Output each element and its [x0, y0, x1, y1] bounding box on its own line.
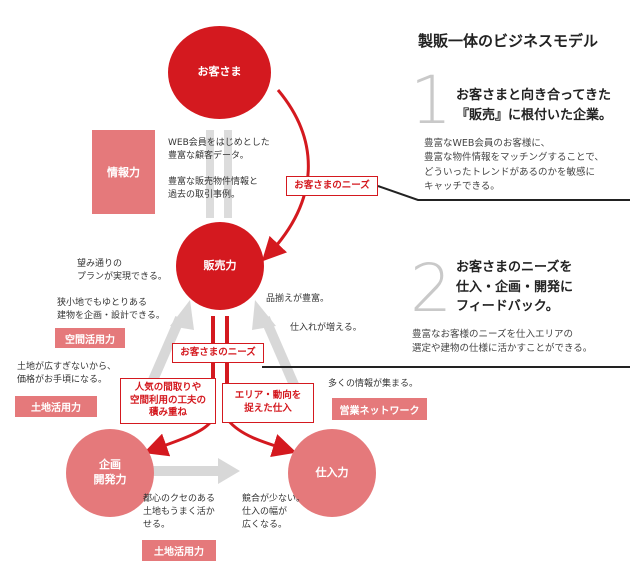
info-note: WEB会員をはじめとした 豊富な顧客データ。 豊富な販売物件情報と 過去の取引事…	[168, 138, 270, 201]
red-line-left	[211, 316, 215, 421]
red-arrow-to-purchasing	[226, 419, 297, 458]
connector-line-1	[377, 185, 630, 201]
needs-label-mid: お客さまのニーズ	[172, 343, 264, 363]
land-badge-left: 土地活用力	[15, 396, 97, 417]
ideas-label: 人気の間取りや 空間利用の工夫の 積み重ね	[120, 378, 216, 424]
point-2-number: 2	[410, 250, 452, 327]
plan-note: 望み通りの プランが実現できる。	[77, 259, 167, 283]
info-gather-note: 多くの情報が集まる。	[328, 379, 419, 389]
land-note: 土地が広すぎないから、 価格がお手頃になる。	[17, 362, 117, 386]
planning-node: 企画 開発力	[66, 429, 154, 517]
urban-note: 都心のクセのある 土地もうまく活か せる。	[143, 494, 216, 531]
point-1-heading: お客さまと向き合ってきた 『販売』に根付いた企業。	[456, 88, 613, 123]
gray-arrowhead-sales-right	[252, 300, 276, 330]
space-badge: 空間活用力	[55, 328, 125, 348]
point-1-text: 豊富なWEB会員のお客様に、 豊富な物件情報をマッチングすることで、 どういった…	[424, 138, 604, 192]
red-arrow-to-planning	[143, 419, 214, 457]
red-arrow-customer-sales	[261, 89, 310, 262]
space-note: 狭小地でもゆとりある 建物を企画・設計できる。	[57, 298, 165, 322]
purchase-increase-note: 仕入れが増える。	[290, 323, 362, 333]
sales-node: 販売力	[176, 222, 264, 310]
competition-note: 競合が少ない。 仕入の幅が 広くなる。	[242, 494, 306, 531]
red-line-right	[225, 316, 229, 421]
network-badge: 営業ネットワーク	[332, 398, 427, 420]
equals-bar-left	[206, 130, 214, 218]
point-2-text: 豊富なお客様のニーズを仕入エリアの 選定や建物の仕様に活かすことができる。	[412, 329, 593, 355]
point-1-number: 1	[410, 62, 452, 139]
customer-node: お客さま	[168, 26, 271, 119]
trends-label: エリア・動向を 捉えた仕入	[222, 383, 314, 423]
gray-arrowhead-sales-left	[170, 300, 194, 330]
needs-label-top: お客さまのニーズ	[286, 176, 378, 196]
equals-bar-right	[224, 130, 232, 218]
land-badge-bottom: 土地活用力	[142, 540, 216, 561]
point-2-heading: お客さまのニーズを 仕入・企画・開発に フィードバック。	[456, 260, 574, 314]
assortment-note: 品揃えが豊富。	[266, 294, 330, 304]
diagram-title: 製販一体のビジネスモデル	[418, 32, 599, 50]
gray-arrowhead-purchasing	[218, 458, 240, 484]
info-badge: 情報力	[92, 130, 155, 214]
purchasing-node: 仕入力	[288, 429, 376, 517]
